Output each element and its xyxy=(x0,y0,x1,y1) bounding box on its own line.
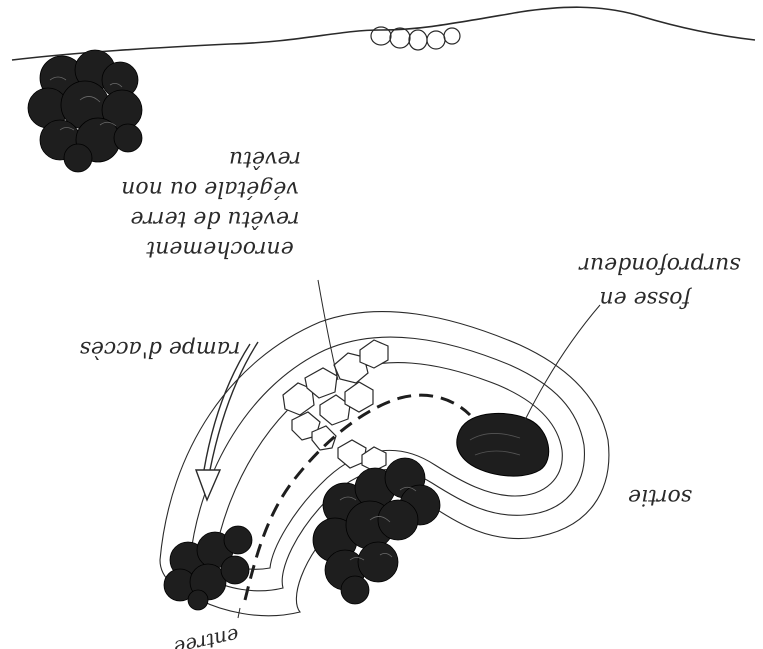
ramp-pebbles xyxy=(283,340,388,471)
label-rampe: rampe d'accès xyxy=(80,336,241,361)
fosse-pit xyxy=(457,413,549,476)
leader-enrochement xyxy=(318,280,338,380)
label-fosse: fosse en surprofondeur xyxy=(578,252,741,311)
label-fosse-line1: fosse en xyxy=(599,286,692,311)
label-enrochement-line4: revêtu xyxy=(229,146,301,171)
label-entree: entrée xyxy=(172,623,242,649)
label-enrochement-line3: végétale ou non xyxy=(121,176,299,201)
label-sortie: sortie xyxy=(628,484,692,509)
ground-line xyxy=(12,7,755,60)
label-enrochement-line1: enrochement xyxy=(146,236,294,261)
rock-cluster-entry xyxy=(164,526,252,610)
rock-cluster-middle xyxy=(313,458,440,604)
rock-cluster-top xyxy=(28,50,142,172)
leader-fosse xyxy=(525,305,600,420)
label-enrochement-line2: revêtu de terre xyxy=(131,206,300,231)
label-fosse-line2: surprofondeur xyxy=(578,252,741,277)
label-enrochement: enrochement revêtu de terre végétale ou … xyxy=(121,146,301,261)
